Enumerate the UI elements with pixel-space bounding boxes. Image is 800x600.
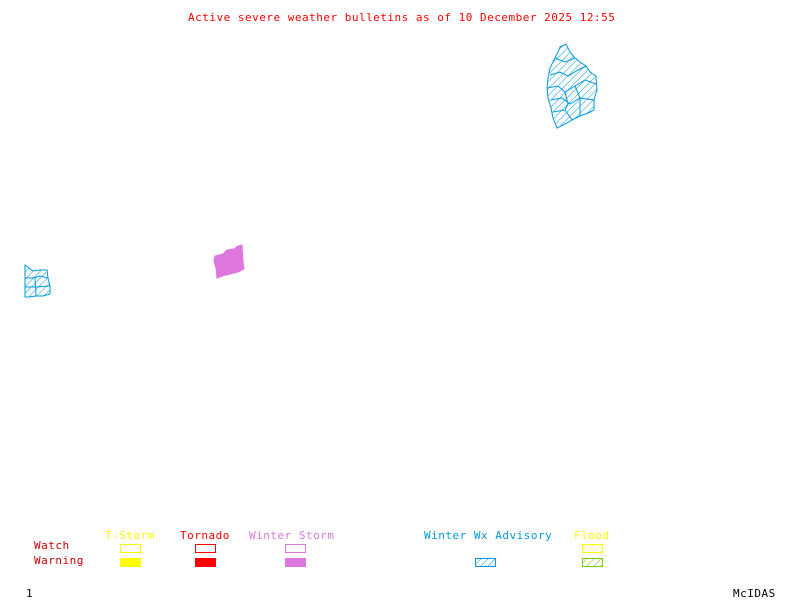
legend-winterstorm-watch	[285, 544, 306, 553]
legend-tornado-warning	[195, 558, 216, 567]
legend-tornado-watch	[195, 544, 216, 553]
frame-number: 1	[26, 587, 34, 600]
legend-flood-label: Flood	[574, 529, 610, 542]
legend-winterstorm-warning	[285, 558, 306, 567]
legend-winterstorm-label: Winter Storm	[249, 529, 335, 542]
legend-row-watch: Watch	[34, 539, 70, 552]
legend-flood-warning	[582, 558, 603, 567]
legend-flood-watch	[582, 544, 603, 553]
legend-winterwx-warning	[475, 558, 496, 567]
bulletin-title: Active severe weather bulletins as of 10…	[188, 11, 616, 24]
legend-boxes	[120, 544, 603, 567]
legend-tstorm-label: T-Storm	[105, 529, 155, 542]
software-label: McIDAS	[733, 587, 776, 600]
legend-tstorm-watch	[120, 544, 141, 553]
legend-winterwx-label: Winter Wx Advisory	[424, 529, 553, 542]
legend-row-warning: Warning	[34, 554, 84, 567]
legend-tstorm-warning	[120, 558, 141, 567]
advisory-area-west	[24, 264, 51, 298]
legend-tornado-label: Tornado	[180, 529, 230, 542]
winter-storm-warning-area	[213, 244, 245, 279]
advisory-area-northeast	[546, 43, 598, 129]
